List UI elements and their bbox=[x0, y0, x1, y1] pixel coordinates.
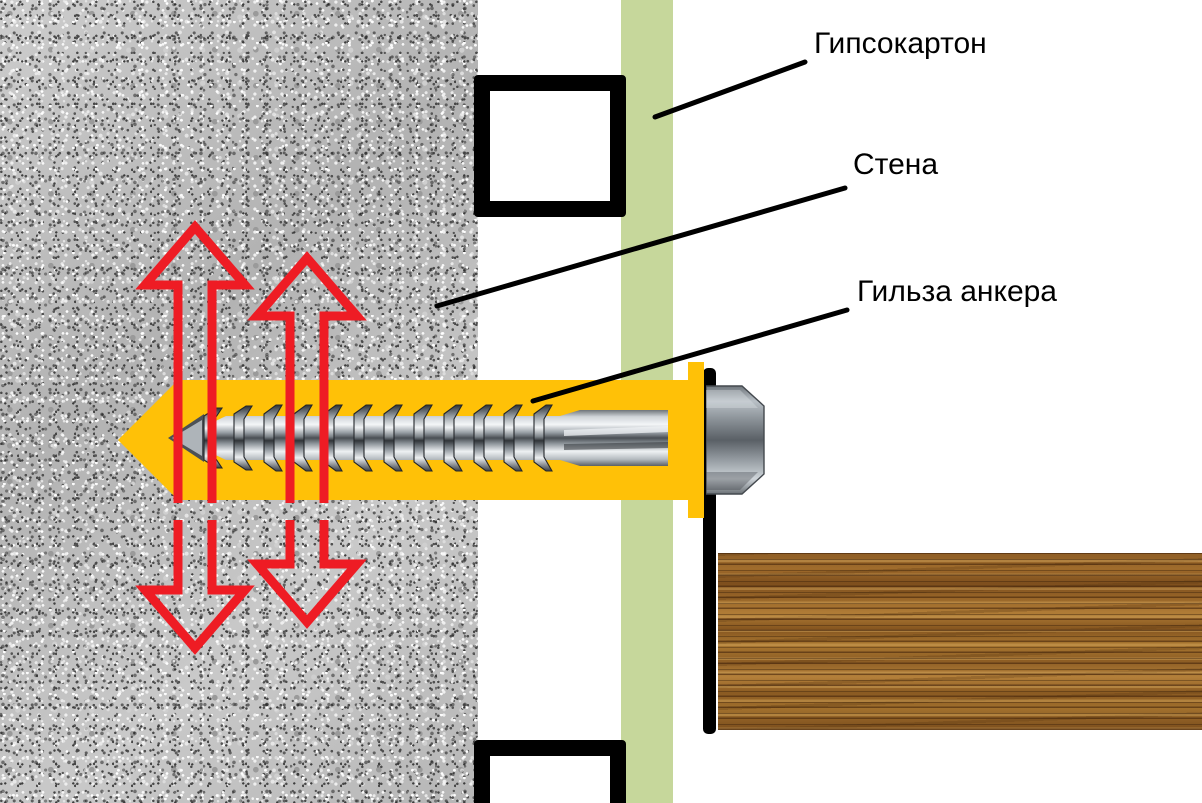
wood-plank bbox=[718, 553, 1202, 730]
leader-line-drywall bbox=[652, 59, 808, 120]
anchor-screw bbox=[168, 392, 706, 484]
label-anchor-sleeve: Гильза анкера bbox=[857, 275, 1057, 308]
label-drywall: Гипсокартон bbox=[814, 27, 987, 60]
hex-head bbox=[706, 380, 768, 500]
label-wall: Стена bbox=[853, 148, 939, 181]
profile-cross-section-top bbox=[474, 75, 626, 217]
profile-cross-section-bottom bbox=[474, 740, 626, 803]
